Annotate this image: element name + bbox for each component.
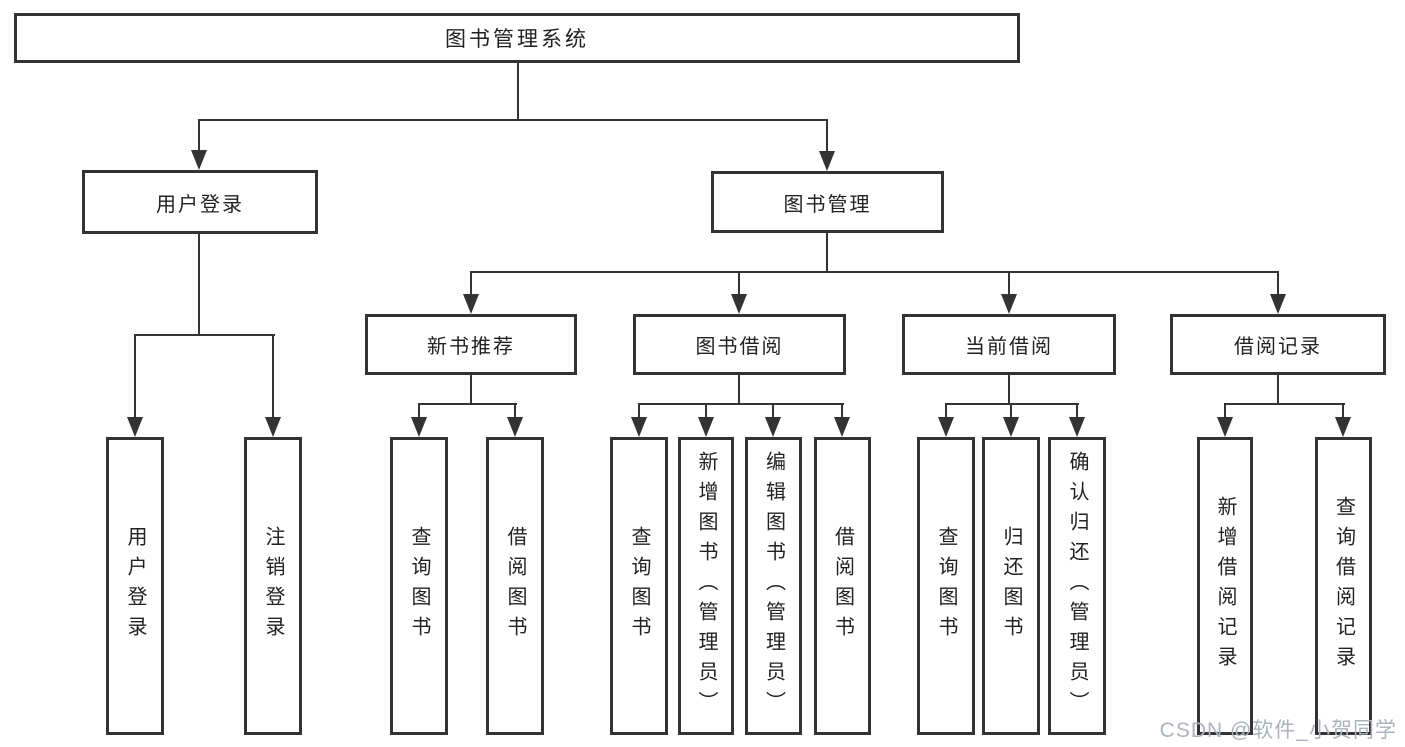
connector-line (272, 334, 274, 422)
node-label: 图书管理 (783, 193, 872, 216)
arrowhead-down (819, 151, 835, 171)
arrowhead-down (191, 150, 207, 170)
connector-line (738, 271, 740, 299)
arrowhead-down (463, 294, 479, 314)
arrowhead-down (1003, 417, 1019, 437)
connector-line (1076, 403, 1078, 423)
connector-line (826, 233, 828, 273)
leaf-label: 查询图书 (408, 526, 430, 646)
connector-line (945, 403, 947, 423)
connector-line (945, 403, 1079, 405)
node-label: 当前借阅 (965, 336, 1053, 358)
leaf-label: 编辑图书（管理员） (762, 451, 785, 721)
connector-line (1008, 271, 1010, 299)
arrowhead-down (834, 417, 850, 437)
node-label: 图书管理系统 (445, 28, 589, 51)
arrowhead-down (1270, 294, 1286, 314)
leaf-return-books: 归还图书 (982, 437, 1040, 735)
leaf-label: 查询图书 (628, 526, 650, 646)
connector-line (198, 119, 200, 152)
connector-line (470, 271, 472, 299)
arrowhead-down (938, 417, 954, 437)
node-user-login: 用户登录 (82, 170, 318, 234)
arrowhead-down (507, 417, 523, 437)
arrowhead-down (698, 417, 714, 437)
node-current-borrowing: 当前借阅 (902, 314, 1116, 375)
leaf-add-borrow-record: 新增借阅记录 (1197, 437, 1253, 735)
leaf-recommend-query-books: 查询图书 (390, 437, 448, 735)
connector-line (1010, 403, 1012, 423)
arrowhead-down (1001, 294, 1017, 314)
leaf-label: 用户登录 (124, 526, 146, 646)
node-label: 新书推荐 (427, 336, 515, 358)
connector-line (1342, 403, 1344, 423)
connector-line (1277, 374, 1279, 405)
arrowhead-down (265, 417, 281, 437)
connector-line (1277, 271, 1279, 299)
connector-line (1224, 403, 1345, 405)
watermark: CSDN @软件_小贺同学 (1159, 719, 1397, 742)
arrowhead-down (765, 417, 781, 437)
leaf-confirm-return-admin: 确认归还（管理员） (1048, 437, 1106, 735)
node-book-borrowing: 图书借阅 (633, 314, 846, 375)
leaf-label: 借阅图书 (831, 526, 854, 646)
connector-line (134, 334, 275, 336)
connector-line (1008, 374, 1010, 405)
connector-line (514, 403, 516, 423)
leaf-label: 新增图书（管理员） (695, 451, 717, 721)
connector-line (517, 63, 519, 120)
node-label: 用户登录 (156, 193, 244, 216)
connector-line (826, 119, 828, 153)
node-borrowing-records: 借阅记录 (1170, 314, 1386, 375)
node-label: 图书借阅 (695, 336, 784, 358)
leaf-logout-login: 注销登录 (244, 437, 302, 735)
leaf-label: 归还图书 (1000, 526, 1022, 646)
leaf-borrowing-query-books: 查询图书 (610, 437, 668, 735)
leaf-label: 确认归还（管理员） (1066, 451, 1088, 721)
leaf-label: 注销登录 (262, 526, 284, 646)
leaf-label: 借阅图书 (504, 526, 526, 646)
connector-line (705, 403, 707, 423)
node-new-book-recommend: 新书推荐 (365, 314, 577, 375)
connector-line (198, 119, 828, 121)
leaf-current-query-books: 查询图书 (917, 437, 975, 735)
node-book-management: 图书管理 (711, 171, 944, 233)
connector-line (738, 375, 740, 405)
leaf-label: 查询图书 (935, 526, 957, 646)
node-label: 借阅记录 (1234, 336, 1322, 358)
connector-line (470, 374, 472, 405)
connector-line (418, 403, 420, 423)
connector-line (418, 403, 517, 405)
arrowhead-down (1069, 417, 1085, 437)
arrowhead-down (1217, 417, 1233, 437)
connector-line (198, 233, 200, 336)
leaf-borrowing-borrow-books: 借阅图书 (814, 437, 871, 735)
leaf-user-login: 用户登录 (106, 437, 164, 735)
arrowhead-down (1335, 417, 1351, 437)
connector-line (638, 403, 640, 423)
leaf-edit-books-admin: 编辑图书（管理员） (745, 437, 802, 735)
arrowhead-down (731, 294, 747, 314)
arrowhead-down (631, 417, 647, 437)
leaf-label: 新增借阅记录 (1214, 496, 1236, 676)
connector-line (134, 334, 136, 422)
connector-line (470, 271, 1279, 273)
leaf-add-books-admin: 新增图书（管理员） (678, 437, 734, 735)
connector-line (638, 403, 844, 405)
leaf-recommend-borrow-books: 借阅图书 (486, 437, 544, 735)
arrowhead-down (411, 417, 427, 437)
leaf-label: 查询借阅记录 (1332, 496, 1355, 676)
connector-line (1224, 403, 1226, 423)
arrowhead-down (127, 417, 143, 437)
connector-line (841, 403, 843, 423)
leaf-query-borrow-record: 查询借阅记录 (1315, 437, 1372, 735)
node-root-library-management-system: 图书管理系统 (14, 13, 1020, 63)
connector-line (772, 403, 774, 423)
